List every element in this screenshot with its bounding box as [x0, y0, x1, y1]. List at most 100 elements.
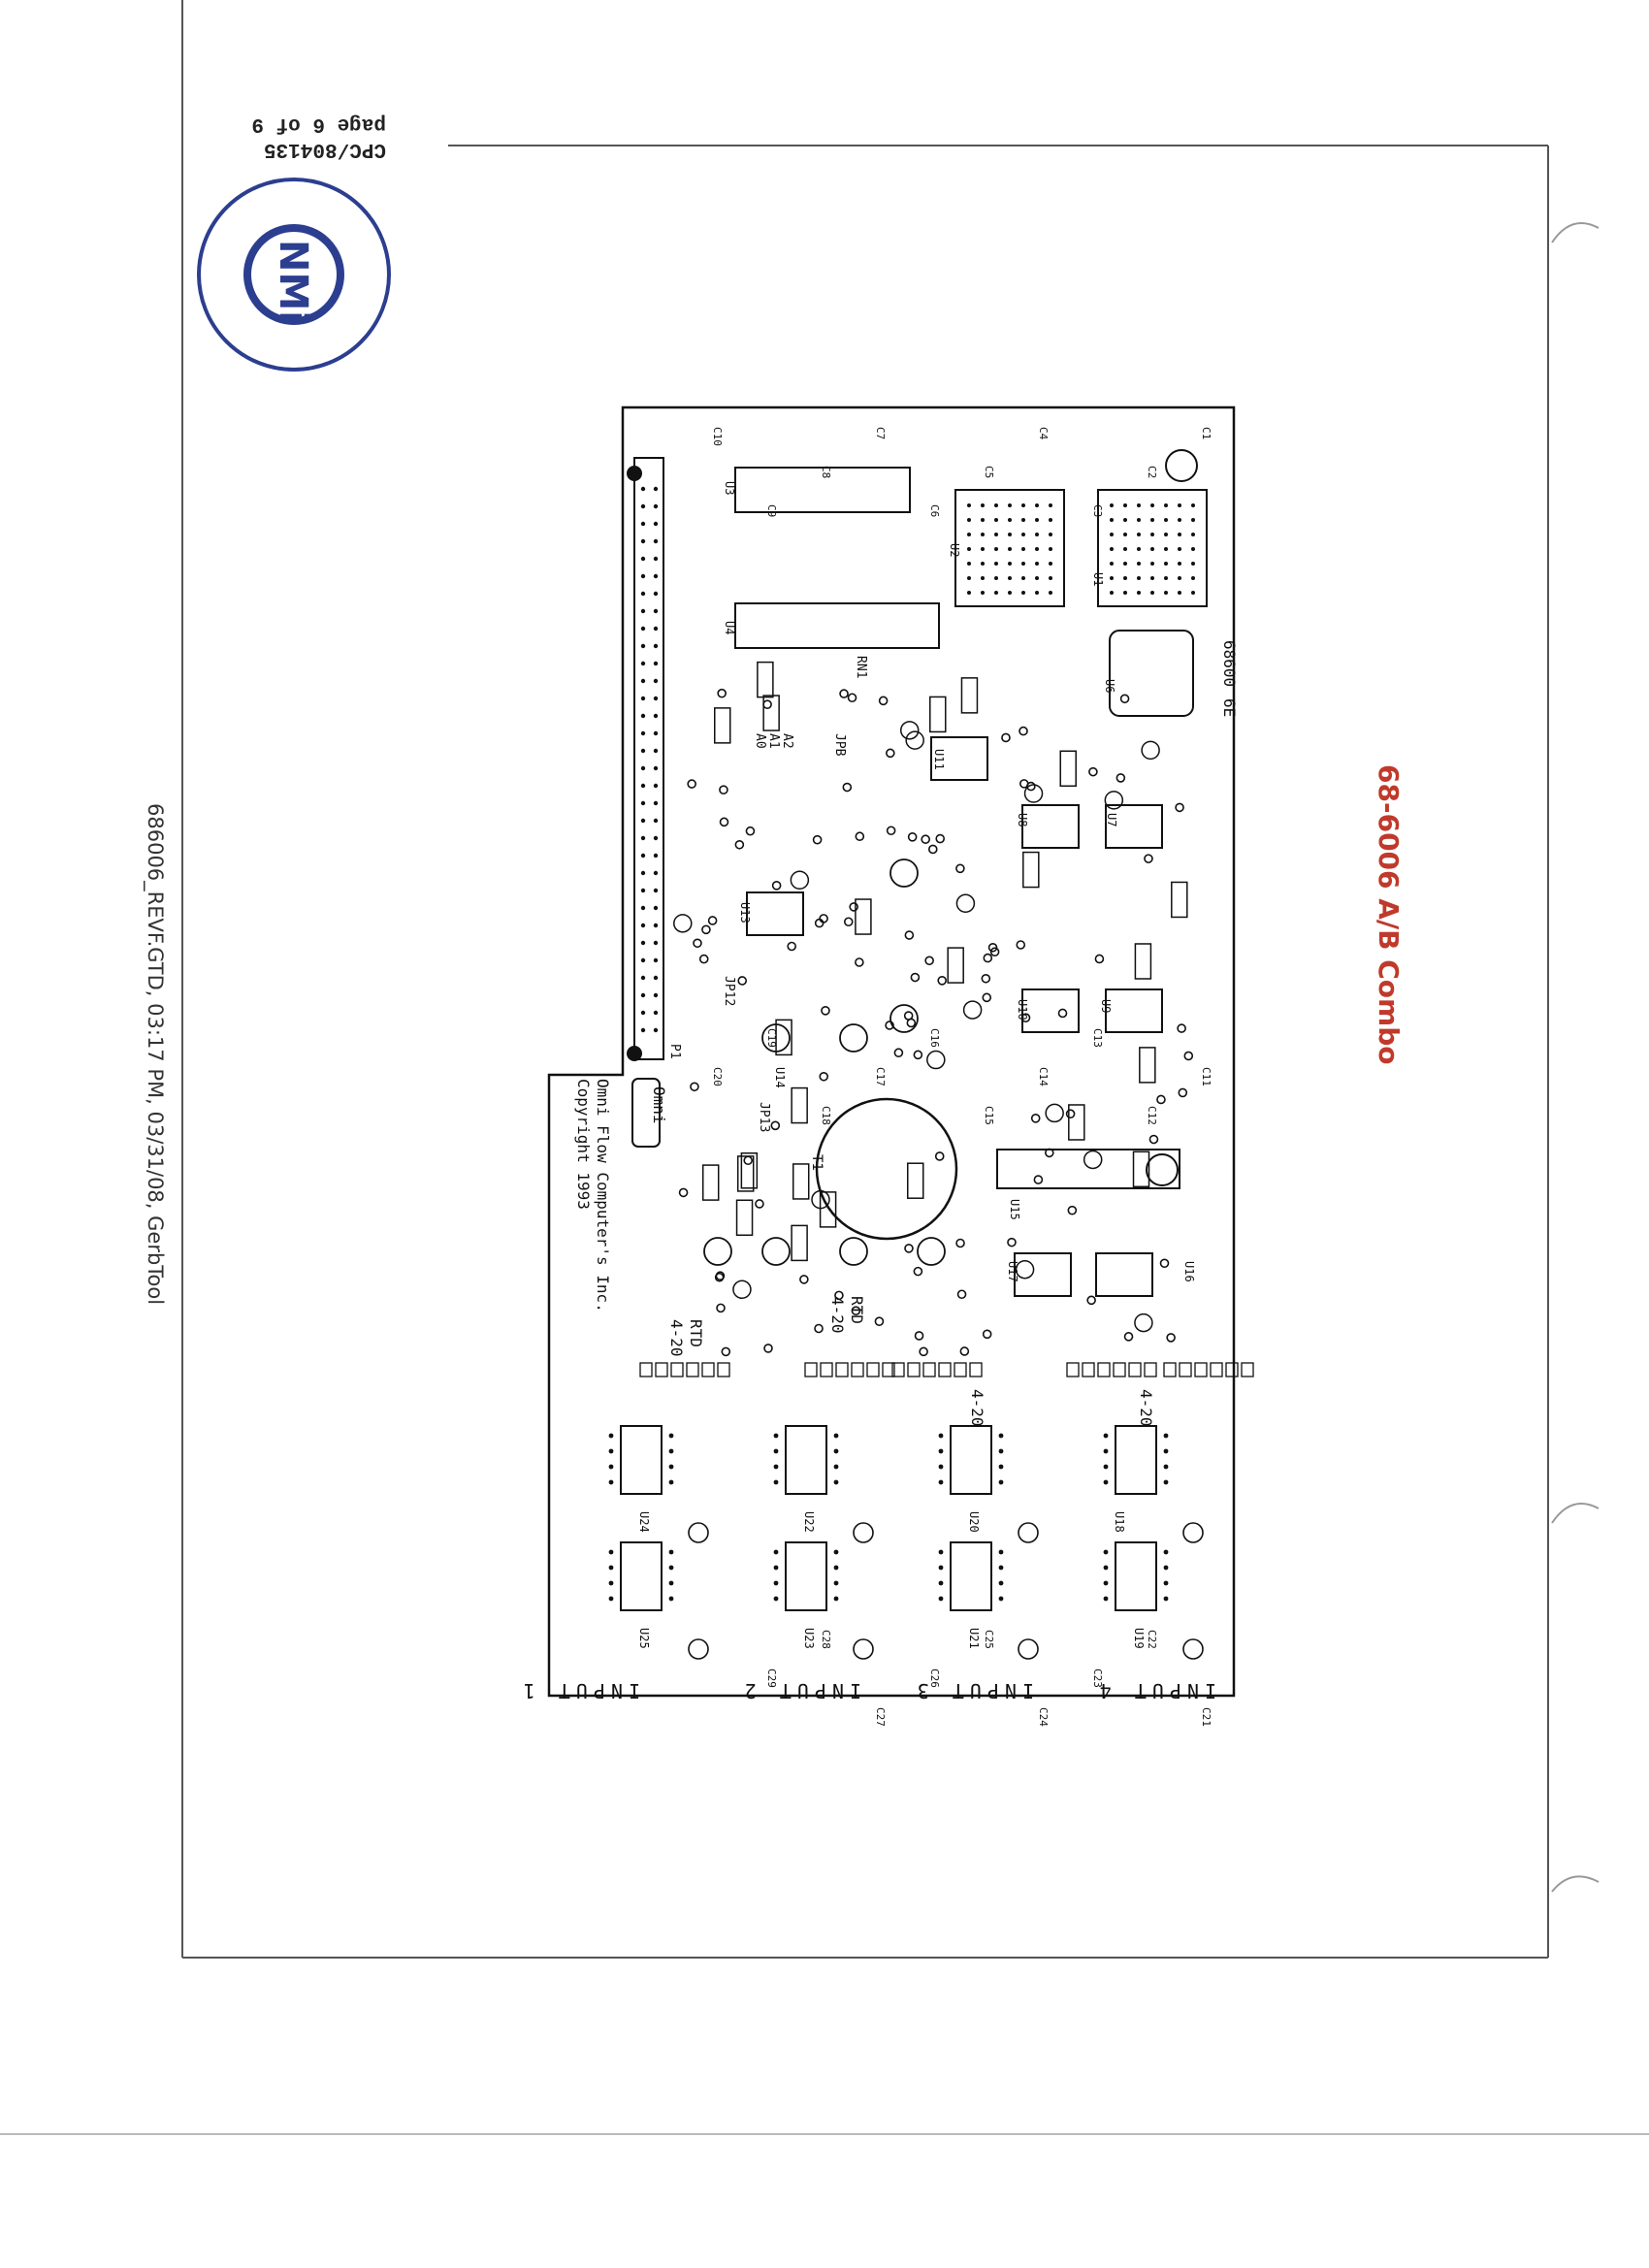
connector-pin: [653, 957, 659, 963]
bga-ball: [1021, 503, 1025, 507]
transistor-outline: [853, 1522, 874, 1543]
ic-pin: [608, 1565, 614, 1571]
bga-ball: [1178, 576, 1181, 580]
bga-ball: [1164, 591, 1168, 595]
via-pad: [1178, 1087, 1188, 1098]
capacitor-reference-labels: C1C2C3C4C5C6C7C8C9C10C11C12C13C14C15C16C…: [711, 427, 1212, 1727]
ic-pin: [608, 1433, 614, 1439]
bga-ball: [1137, 518, 1141, 522]
bga-ball: [1008, 503, 1012, 507]
pcb-outline: [547, 405, 1236, 1698]
input-bank-ic: [785, 1425, 827, 1495]
via-pad: [719, 785, 728, 794]
connector-pin: [653, 800, 659, 806]
via-pad: [987, 942, 998, 953]
document-number-block: CPC/804135 page 6 of 9: [251, 111, 386, 161]
bga-ball: [1178, 547, 1181, 551]
bga-ball: [1150, 591, 1154, 595]
bga-ball: [1123, 518, 1127, 522]
resistor-outline: [791, 1224, 808, 1262]
bga-ball: [1164, 503, 1168, 507]
transistor-outline: [1134, 1312, 1153, 1333]
label-range-4: 4-20: [1137, 1389, 1155, 1427]
capacitor-outline: [761, 1023, 791, 1053]
via-pad: [955, 863, 965, 874]
board-copyright: Copyright 1993: [574, 1079, 593, 1210]
transistor-outline: [1018, 1522, 1039, 1543]
via-pad: [913, 1266, 923, 1277]
ic-pin: [998, 1549, 1004, 1555]
label-range-2: 4-20: [828, 1296, 847, 1334]
resistor-outline: [1132, 1150, 1150, 1188]
ic-pin: [668, 1433, 674, 1439]
jumper-pin: [686, 1362, 699, 1377]
connector-pin: [640, 556, 646, 562]
bga-ball: [1110, 576, 1114, 580]
connector-pin: [640, 696, 646, 701]
capacitor-reference-label: C7: [874, 427, 887, 439]
via-pad: [1183, 1051, 1194, 1061]
via-pad: [982, 1329, 992, 1340]
bga-ball: [1035, 547, 1039, 551]
connector-pin: [653, 661, 659, 666]
connector-pin: [640, 940, 646, 946]
via-pad: [734, 839, 745, 850]
via-pad: [690, 1082, 699, 1092]
jumper-pin: [891, 1362, 905, 1377]
ic-reference-label: U25: [637, 1628, 651, 1649]
connector-pin: [640, 661, 646, 666]
dip-ic: [930, 736, 988, 781]
input-bank-ic: [950, 1541, 992, 1611]
connector-pin: [653, 730, 659, 736]
connector-pin: [640, 713, 646, 719]
bga-ball: [1123, 576, 1127, 580]
jumper-pin: [866, 1362, 880, 1377]
transistor-outline: [1104, 791, 1124, 810]
label-p1: P1: [667, 1044, 682, 1059]
via-pad: [1018, 779, 1029, 789]
bga-ball: [967, 562, 971, 566]
label-a2: A2: [780, 733, 794, 749]
bga-ball: [1110, 562, 1114, 566]
connector-pin: [653, 521, 659, 527]
via-pad: [1148, 1134, 1159, 1145]
nmi-approval-stamp-icon: NMi: [197, 178, 391, 372]
bga-ball: [967, 533, 971, 536]
board-title: 68-6006 A/B Combo: [1373, 764, 1405, 1065]
bga-ball: [1021, 547, 1025, 551]
via-pad: [693, 938, 702, 949]
bga-ball: [1110, 533, 1114, 536]
via-pad: [893, 1048, 904, 1058]
via-pad: [717, 688, 727, 698]
capacitor-reference-label: C18: [820, 1106, 832, 1125]
ic-pin: [833, 1565, 839, 1571]
bga-ball: [1164, 547, 1168, 551]
ic-pin: [1163, 1479, 1169, 1485]
via-pad: [955, 1238, 965, 1248]
dip-ic: [746, 891, 804, 936]
via-pad: [1045, 1148, 1054, 1158]
via-pad: [855, 957, 864, 967]
ic-pin: [998, 1565, 1004, 1571]
transistor-outline: [1015, 1259, 1035, 1280]
capacitor-reference-label: C15: [983, 1106, 995, 1125]
connector-pin: [640, 730, 646, 736]
via-pad: [812, 834, 823, 845]
edge-connector-p1: [627, 457, 664, 1061]
transistor-outline: [1045, 1103, 1064, 1123]
ic-reference-label: U20: [967, 1511, 981, 1533]
transistor-outline: [905, 730, 924, 750]
via-pad: [1007, 1237, 1017, 1247]
connector-pin: [640, 521, 646, 527]
transistor-outline: [955, 893, 976, 914]
via-pad: [745, 826, 756, 836]
jumper-pin: [851, 1362, 864, 1377]
ic-pin: [938, 1464, 944, 1470]
via-pad: [1001, 732, 1011, 743]
binder-hole-icon: [1551, 222, 1600, 243]
label-a1: A1: [766, 733, 781, 749]
ic-pin: [938, 1580, 944, 1586]
ic-pin: [1103, 1580, 1109, 1586]
via-pad: [849, 902, 858, 912]
via-pad: [1166, 1333, 1176, 1343]
